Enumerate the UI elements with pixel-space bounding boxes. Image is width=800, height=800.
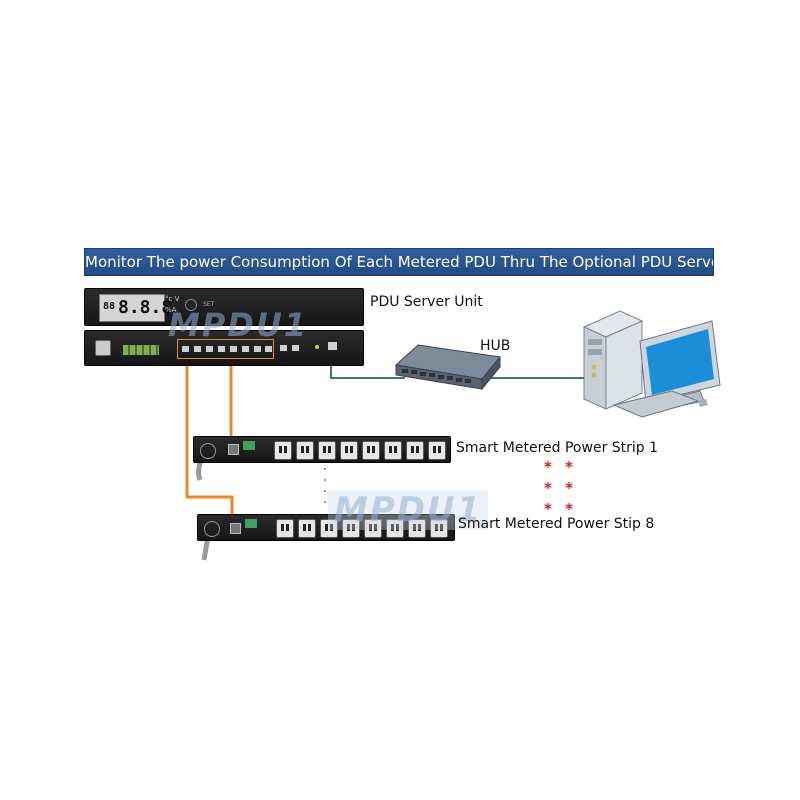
hub-device (394, 344, 501, 391)
outlet-icon (342, 519, 360, 538)
computer-icon (582, 310, 721, 418)
power-strip-1 (193, 436, 451, 463)
terminal-block (123, 345, 159, 355)
lcd-small-digits: 88 (103, 301, 116, 312)
lan-port (327, 341, 338, 351)
ellipsis-stars-2: * * (544, 479, 573, 497)
status-led-icon (315, 345, 319, 349)
diagram-banner: Monitor The power Consumption Of Each Me… (84, 248, 714, 276)
network-port-icon (228, 444, 239, 455)
outlet-icon (384, 441, 402, 460)
rj45-port (264, 345, 273, 353)
outlet-icon (318, 441, 336, 460)
set-button-icon (185, 299, 197, 311)
outlet-icon (408, 519, 426, 538)
rj45-port (253, 345, 262, 353)
ellipsis-stars-1: * * (544, 458, 573, 476)
orange-cable-strip8 (185, 356, 234, 524)
set-label: SET (203, 301, 215, 308)
outlet-icon (298, 519, 316, 538)
rj45-port (241, 345, 250, 353)
meter-display (243, 441, 255, 450)
rj45-port (229, 345, 238, 353)
strip-8-label: Smart Metered Power Stip 8 (458, 516, 655, 532)
outlet-icon (428, 441, 446, 460)
lcd-big-digits: 8.8.8 (118, 297, 173, 318)
outlet-icon (406, 441, 424, 460)
green-cable-server-hub (330, 360, 405, 379)
outlet-icon (340, 441, 358, 460)
outlet-icon (430, 519, 448, 538)
rj45-port (205, 345, 214, 353)
power-switch-icon (204, 521, 220, 537)
hub-label: HUB (480, 338, 511, 354)
rj45-port-group (177, 339, 274, 359)
power-switch-icon (200, 443, 216, 459)
rj45-port (217, 345, 226, 353)
pdu-server-unit-label: PDU Server Unit (370, 294, 483, 310)
lcd-display: 88 8.8.8 (99, 294, 172, 322)
outlet-icon (274, 441, 292, 460)
ellipsis-stars-3: * * (544, 500, 573, 518)
strip-1-label: Smart Metered Power Strip 1 (456, 440, 659, 456)
outlet-icon (320, 519, 338, 538)
outlet-icon (296, 441, 314, 460)
network-port-icon (230, 523, 241, 534)
lcd-unit-label-2: %A (165, 306, 177, 314)
pdu-server-port-panel (84, 330, 364, 366)
rj45-port (181, 345, 190, 353)
rj45-port-extra (291, 344, 300, 352)
outlet-icon (276, 519, 294, 538)
lcd-unit-label-1: °c V (165, 295, 180, 303)
outlet-icon (362, 441, 380, 460)
outlet-icon (364, 519, 382, 538)
meter-display (245, 519, 257, 528)
pdu-server-display-panel: 88 8.8.8 °c V %A SET (84, 288, 364, 326)
outlet-icon (386, 519, 404, 538)
power-inlet-icon (95, 340, 111, 356)
rj45-port-extra (279, 344, 288, 352)
power-strip-8 (197, 514, 455, 541)
rj45-port (193, 345, 202, 353)
